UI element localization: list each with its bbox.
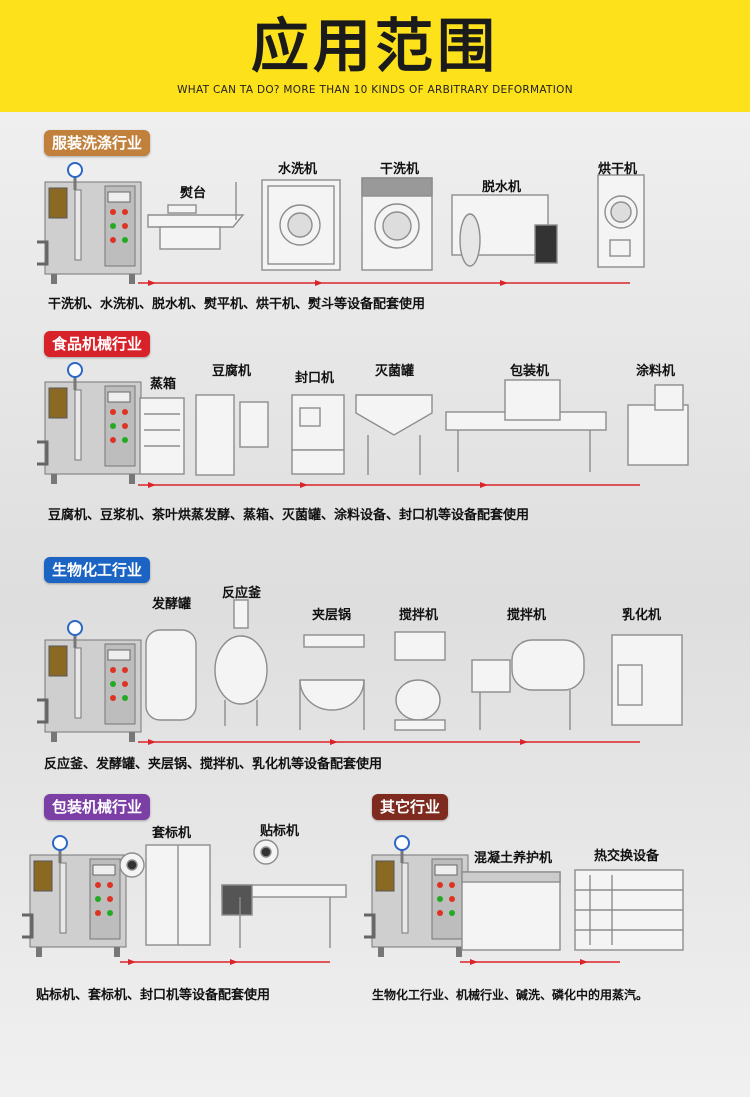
page-title: 应用范围 [250,12,499,80]
machine-label: 套标机 [152,826,192,841]
machine-label: 搅拌机 [399,608,439,623]
section-caption: 生物化工行业、机械行业、碱洗、磷化中的用蒸汽。 [372,988,649,1002]
machine-label: 夹层锅 [312,608,352,623]
machine-label: 发酵罐 [152,597,192,612]
machine-label: 干洗机 [380,162,420,177]
machine-label: 封口机 [295,371,335,386]
machine-label: 涂料机 [636,364,676,379]
machine-label: 脱水机 [482,180,522,195]
section-tag-bio: 生物化工行业 [44,557,151,583]
machine-label: 搅拌机 [507,608,547,623]
machine-label: 混凝土养护机 [474,851,553,866]
section-caption: 贴标机、套标机、封口机等设备配套使用 [36,988,271,1003]
machine-label: 水洗机 [278,162,318,177]
header-banner: 应用范围 WHAT CAN TA DO? MORE THAN 10 KINDS … [0,0,750,112]
machine-label: 熨台 [180,186,207,201]
section-tag-packaging: 包装机械行业 [44,794,151,820]
section-tag-other: 其它行业 [372,794,449,820]
section-caption: 豆腐机、豆浆机、茶叶烘蒸发酵、蒸箱、灭菌罐、涂料设备、封口机等设备配套使用 [48,508,530,523]
section-tag-food: 食品机械行业 [44,331,151,357]
machine-label: 包装机 [510,364,550,379]
machine-label: 蒸箱 [150,377,177,392]
machine-label: 豆腐机 [212,364,252,379]
section-tag-garment: 服装洗涤行业 [44,130,151,156]
section-caption: 反应釜、发酵罐、夹层锅、搅拌机、乳化机等设备配套使用 [44,757,383,772]
machine-label: 乳化机 [622,608,662,623]
section-caption: 干洗机、水洗机、脱水机、熨平机、烘干机、熨斗等设备配套使用 [48,297,426,312]
page-subtitle: WHAT CAN TA DO? MORE THAN 10 KINDS OF AR… [177,84,573,96]
machine-label: 灭菌罐 [375,364,415,379]
machine-label: 贴标机 [260,824,300,839]
machine-label: 烘干机 [598,162,638,177]
machine-label: 热交换设备 [594,849,660,864]
machine-label: 反应釜 [222,586,262,601]
